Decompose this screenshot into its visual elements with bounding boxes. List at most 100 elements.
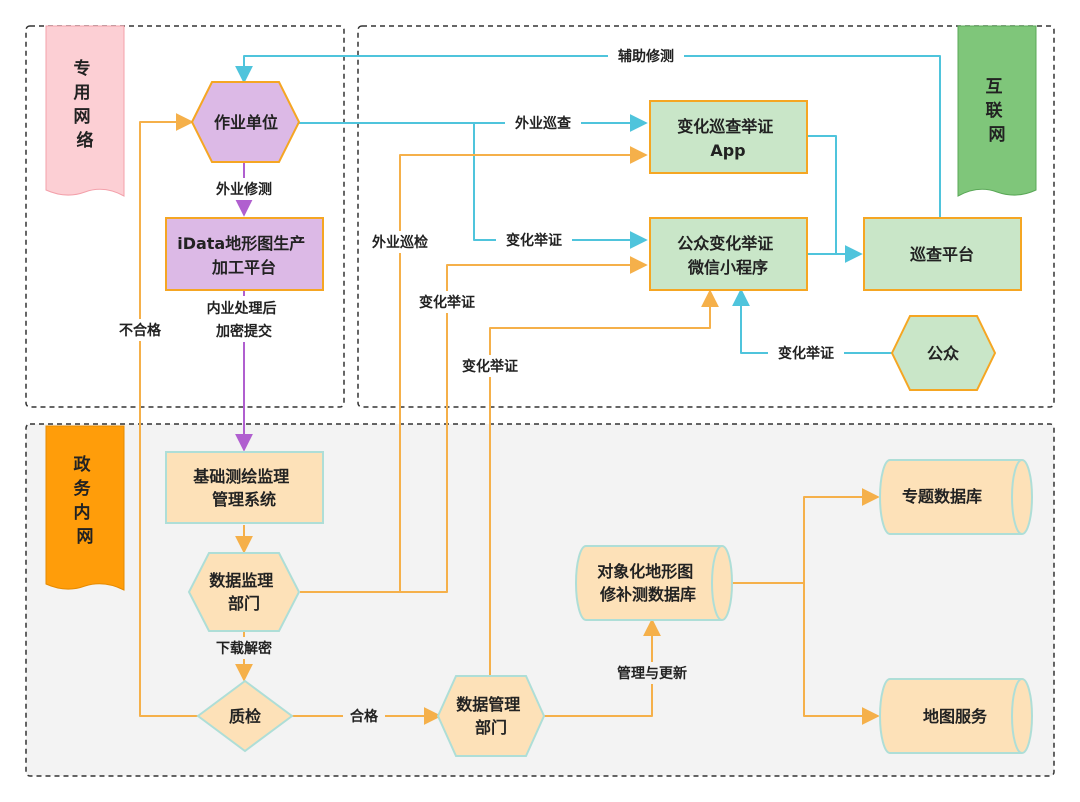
- zone-char: 务: [74, 478, 92, 499]
- node-map-service-label: 地图服务: [923, 707, 988, 726]
- tab-gov-intranet: [45, 425, 125, 591]
- node-object-db-label: 对象化地形图 修补测数据库: [597, 562, 699, 604]
- label-bg: [198, 296, 290, 342]
- label-bg: [608, 45, 684, 67]
- label-line: 修补测数据库: [599, 585, 696, 604]
- edge-to-thematic-db: [732, 488, 880, 584]
- node-public-mini[interactable]: [649, 217, 808, 291]
- label-bg: [206, 637, 282, 659]
- node-data-supervision-label: 数据监理 部门: [209, 571, 279, 613]
- zone-char: 网: [989, 125, 1006, 145]
- zone-char: 专: [74, 58, 91, 79]
- label-change-evidence-1: 变化举证: [506, 232, 562, 249]
- node-quality-check-label: 质检: [229, 707, 261, 726]
- node-data-supervision[interactable]: [187, 552, 301, 632]
- zone-char: 网: [74, 107, 91, 127]
- zone-char: 互: [986, 77, 1003, 97]
- zone-char: 联: [986, 101, 1003, 121]
- label-line: 微信小程序: [687, 258, 768, 277]
- node-basic-system[interactable]: [165, 451, 324, 524]
- label-change-evidence-2: 变化举证: [419, 294, 475, 311]
- edge-work-to-mini: [473, 123, 648, 249]
- label-change-evidence-4: 变化举证: [778, 345, 834, 362]
- label-change-evidence-3: 变化举证: [462, 358, 518, 375]
- label-bg: [206, 178, 282, 200]
- node-thematic-db-label: 专题数据库: [902, 487, 982, 506]
- label-bg: [496, 229, 572, 251]
- label-qualified: 合格: [350, 708, 379, 725]
- node-quality-check[interactable]: [196, 679, 294, 753]
- label-line: iData地形图生产: [177, 234, 305, 253]
- label-aux-survey: 辅助修测: [618, 48, 674, 65]
- zone-char: 政: [74, 454, 92, 475]
- cylinder-body: [575, 545, 733, 621]
- label-field-survey: 外业修测: [216, 181, 272, 198]
- node-public-mini-label: 公众变化举证 微信小程序: [677, 234, 779, 277]
- label-bg: [606, 662, 698, 684]
- edge-unqualified: [139, 113, 198, 717]
- label-line: 管理系统: [212, 490, 276, 509]
- label-line: 数据监理: [209, 571, 273, 590]
- label-bg: [409, 291, 485, 313]
- node-public[interactable]: [890, 315, 997, 391]
- zone-char: 内: [74, 502, 91, 523]
- label-line: 内业处理后: [207, 300, 277, 317]
- label-bg: [505, 112, 581, 134]
- label-line: 部门: [228, 594, 260, 613]
- node-data-management[interactable]: [436, 675, 546, 757]
- node-map-service[interactable]: [879, 678, 1033, 754]
- label-field-inspection: 外业巡检: [372, 234, 428, 251]
- label-bg: [362, 231, 438, 253]
- node-work-unit[interactable]: [190, 81, 301, 163]
- label-bg: [452, 355, 528, 377]
- edge-to-map-service: [803, 583, 880, 725]
- tab-internet: [957, 25, 1037, 197]
- label-line: 数据管理: [456, 695, 520, 714]
- node-idata-platform-label: iData地形图生产 加工平台: [177, 234, 311, 277]
- label-unqualified: 不合格: [119, 322, 162, 339]
- zone-label-gov-intranet: 政 务 内 网: [74, 454, 97, 547]
- label-line: 公众变化举证: [677, 234, 773, 253]
- node-patrol-platform[interactable]: [863, 217, 1022, 291]
- edge-change-evidence-2: [400, 256, 648, 593]
- cylinder-edge: [711, 545, 723, 621]
- node-basic-system-label: 基础测绘监理 管理系统: [192, 467, 295, 509]
- label-line: 部门: [475, 718, 507, 737]
- edge-change-evidence-3: [489, 289, 719, 675]
- edge-field-inspection: [300, 146, 648, 593]
- label-line: 加密提交: [215, 323, 272, 340]
- cylinder-edge: [1011, 678, 1023, 754]
- edge-manage-update: [543, 618, 661, 717]
- edge-app-to-platform: [808, 135, 837, 254]
- label-bg: [768, 342, 844, 364]
- edge-labels: 辅助修测 外业巡查 变化举证 变化举证 外业巡检 变化举证 变化举证 外业修测 …: [110, 45, 844, 727]
- label-line: 基础测绘监理: [192, 467, 289, 486]
- node-data-management-label: 数据管理 部门: [456, 695, 526, 737]
- zone-label-private-network: 专 用 网 络: [74, 58, 97, 151]
- node-idata-platform[interactable]: [165, 217, 324, 291]
- label-line: App: [710, 141, 745, 160]
- node-change-app-label: 变化巡查举证 App: [677, 117, 779, 160]
- node-thematic-db[interactable]: [879, 459, 1033, 535]
- label-field-patrol: 外业巡查: [515, 115, 572, 132]
- label-manage-update: 管理与更新: [617, 665, 687, 682]
- label-bg: [110, 319, 170, 341]
- node-change-app[interactable]: [649, 100, 808, 174]
- node-patrol-platform-label: 巡查平台: [910, 245, 974, 264]
- node-object-db[interactable]: [575, 545, 733, 621]
- zone-label-internet: 互 联 网: [986, 77, 1009, 145]
- cylinder-edge: [1011, 459, 1023, 535]
- label-download-decrypt: 下载解密: [216, 640, 272, 657]
- label-inner-process: 内业处理后 加密提交: [207, 300, 282, 340]
- label-line: 对象化地形图: [597, 562, 693, 581]
- zone-char: 用: [74, 83, 91, 103]
- label-line: 变化巡查举证: [677, 117, 773, 136]
- edge-aux-survey: [235, 55, 941, 218]
- label-bg: [343, 705, 385, 727]
- zone-char: 网: [77, 527, 94, 547]
- tab-private-network: [45, 25, 125, 197]
- zone-char: 络: [77, 130, 94, 151]
- label-line: 加工平台: [211, 258, 276, 277]
- node-public-label: 公众: [927, 344, 960, 363]
